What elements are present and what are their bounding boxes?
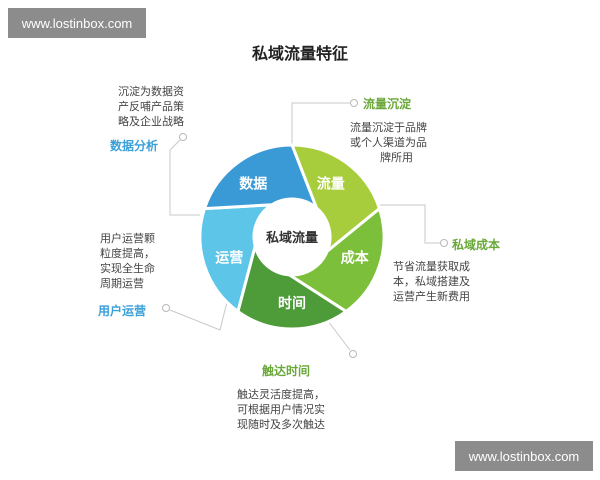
ring-center [256, 201, 328, 273]
dot-time [349, 350, 357, 358]
label-cost: 私域成本 [452, 238, 501, 252]
segment-label-time: 时间 [278, 295, 306, 312]
segment-label-data: 数据 [239, 176, 267, 193]
ring-segment-cost [288, 206, 386, 314]
connector-cost [380, 204, 440, 244]
center-label: 私域流量 [266, 230, 318, 246]
watermark-top: www.lostinbox.com [8, 8, 146, 38]
ring-segment-data [202, 143, 318, 211]
desc-cost: 节省流量获取成 本，私域搭建及 运营产生新费用 [393, 260, 470, 303]
dot-operation [162, 304, 170, 312]
dot-data [179, 133, 187, 141]
dot-traffic [350, 99, 358, 107]
segment-label-operation: 运营 [215, 249, 243, 266]
connector-dots [162, 99, 448, 358]
diagram-title: 私域流量特征 [251, 44, 348, 63]
dot-cost [440, 239, 448, 247]
label-operation: 用户运营 [98, 304, 147, 318]
connector-traffic [291, 102, 350, 150]
label-data: 数据分析 [110, 139, 159, 153]
ring-segment-operation [198, 203, 273, 314]
desc-time: 触达灵活度提高， 可根据用户情况实 现随时及多次触达 [237, 388, 325, 431]
label-time: 触达时间 [262, 364, 311, 378]
label-traffic: 流量沉淀 [363, 97, 412, 111]
desc-operation: 用户运营颗 粒度提高， 实现全生命 周期运营 [100, 232, 155, 290]
desc-data: 沉淀为数据资 产反哺产品策 略及企业战略 [118, 85, 184, 128]
segment-label-cost: 成本 [341, 249, 370, 266]
watermark-bottom: www.lostinbox.com [455, 441, 593, 471]
ring-segment-time [236, 245, 349, 331]
connector-data [169, 139, 200, 216]
desc-traffic: 流量沉淀于品牌 或个人渠道为品 牌所用 [350, 121, 427, 164]
segment-label-traffic: 流量 [317, 176, 345, 193]
